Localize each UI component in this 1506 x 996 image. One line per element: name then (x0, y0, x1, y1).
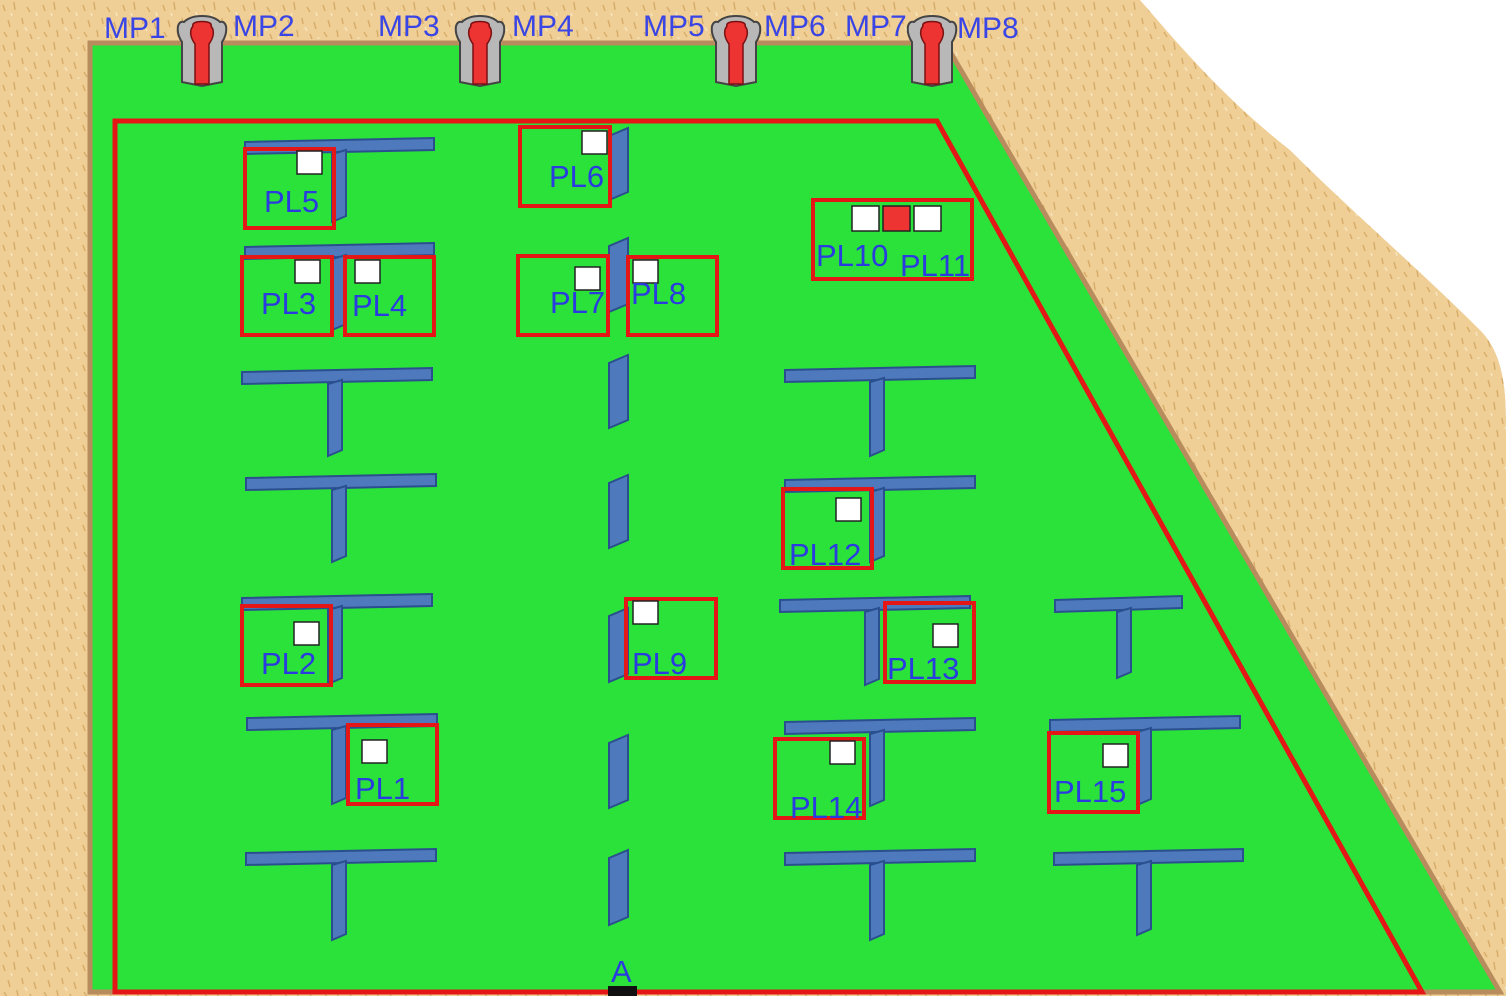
plot-boundary[interactable] (1047, 731, 1140, 814)
sensor-marker[interactable] (632, 600, 659, 625)
pole-label: MP4 (512, 10, 574, 43)
plot-boundary[interactable] (811, 198, 974, 281)
structure-dash (608, 733, 629, 810)
plot-pl3[interactable]: PL3 (240, 255, 334, 337)
plot-label: PL15 (1054, 774, 1126, 809)
sensor-marker[interactable] (581, 130, 608, 155)
plot-pl6[interactable]: PL6 (518, 125, 612, 208)
plot-boundary[interactable] (240, 604, 333, 687)
sensor-marker-active[interactable] (882, 205, 911, 232)
plot-label: PL10 (816, 238, 888, 273)
plot-label: PL1 (355, 771, 410, 806)
entrance-label: A (611, 954, 632, 989)
plot-pl1[interactable]: PL1 (346, 723, 439, 806)
structure-dash (608, 236, 629, 314)
plot-boundary[interactable] (518, 125, 612, 208)
plot-pl12[interactable]: PL12 (781, 487, 874, 572)
pole-label: MP5 (643, 10, 705, 43)
sensor-marker[interactable] (361, 739, 388, 764)
pole-label: MP1 (104, 12, 166, 45)
structure-dash (608, 353, 629, 430)
plot-label: PL5 (264, 184, 319, 219)
plot-boundary[interactable] (243, 147, 336, 230)
plot-label: PL12 (789, 537, 861, 572)
pole-label: MP3 (378, 10, 440, 43)
plot-pl5[interactable]: PL5 (243, 147, 336, 230)
plot-label: PL3 (261, 286, 316, 321)
sand-edge-white (1140, 0, 1506, 420)
pole-pair-icon[interactable] (176, 15, 228, 88)
plot-boundary[interactable] (883, 601, 976, 684)
pole-pair-icon[interactable] (454, 15, 506, 88)
entrance-marker[interactable] (608, 986, 637, 996)
structure-tee (784, 847, 976, 942)
plot-boundary[interactable] (773, 737, 866, 820)
plot-pl7[interactable]: PL7 (516, 254, 610, 337)
structure-dash (608, 848, 629, 927)
plot-boundary[interactable] (626, 255, 719, 337)
sensor-marker[interactable] (835, 497, 862, 522)
plot-boundary[interactable] (240, 255, 334, 337)
plot-pl13[interactable]: PL13 (883, 601, 976, 686)
pole-label: MP6 (764, 10, 826, 43)
plot-pl8[interactable]: PL8 (626, 255, 719, 337)
plot-label: PL6 (549, 159, 604, 194)
plot-label: PL4 (352, 288, 407, 323)
structure-tee (1049, 714, 1241, 807)
site-boundary (112, 118, 1427, 995)
plot-label: PL8 (631, 276, 686, 311)
structure-dash (608, 473, 629, 550)
plot-pl2[interactable]: PL2 (240, 604, 333, 687)
pole-pair-icon[interactable] (710, 15, 762, 88)
sensor-marker[interactable] (932, 623, 959, 648)
pole-label: MP7 (845, 10, 907, 43)
plot-boundary[interactable] (343, 255, 436, 337)
structure-tee (1053, 847, 1244, 937)
pole-pair-icon[interactable] (906, 15, 958, 88)
pole-label: MP8 (957, 12, 1019, 45)
plot-pl14[interactable]: PL14 (773, 737, 866, 825)
structure-tee (784, 716, 976, 808)
sensor-marker[interactable] (296, 150, 323, 175)
sensor-marker[interactable] (913, 205, 942, 232)
sensor-marker[interactable] (293, 621, 320, 646)
plot-pl9[interactable]: PL9 (624, 597, 718, 681)
plot-boundary[interactable] (624, 597, 718, 680)
structure-tee (1054, 594, 1183, 680)
sensor-marker[interactable] (574, 266, 601, 291)
plot-pl15[interactable]: PL15 (1047, 731, 1140, 814)
sensor-marker[interactable] (294, 259, 321, 284)
plot-boundary[interactable] (516, 254, 610, 337)
plot-label: PL9 (632, 646, 687, 681)
structure-tee (245, 472, 437, 564)
plot-boundary[interactable] (346, 723, 439, 806)
sensor-marker[interactable] (829, 740, 856, 765)
plot-label: PL2 (261, 646, 316, 681)
pole-label: MP2 (233, 10, 295, 43)
sensor-marker[interactable] (354, 259, 381, 284)
structure-tee (245, 847, 437, 942)
plot-boundary[interactable] (781, 487, 874, 570)
plot-pl10-pl11[interactable]: PL10 PL11 (811, 198, 974, 283)
plot-pl4[interactable]: PL4 (343, 255, 436, 337)
plot-label: PL7 (550, 285, 605, 320)
structure-tee (241, 366, 433, 458)
sensor-marker[interactable] (1102, 743, 1129, 768)
sensor-marker[interactable] (851, 205, 880, 232)
sensor-marker[interactable] (632, 259, 659, 284)
plot-label: PL11 (900, 248, 970, 283)
plot-label: PL13 (887, 651, 959, 686)
plot-label: PL14 (790, 790, 862, 825)
structure-tee (784, 364, 976, 458)
structure-tee (779, 594, 971, 687)
